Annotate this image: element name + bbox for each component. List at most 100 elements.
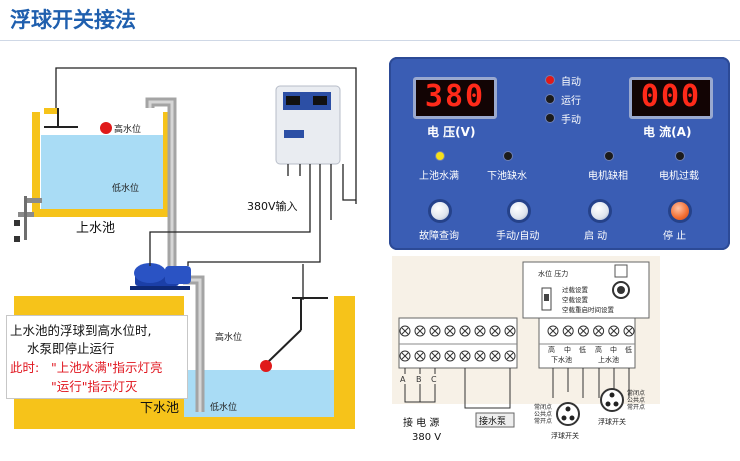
upper-float-ball: [100, 122, 112, 134]
lower-empty-label: 下池缺水: [487, 171, 527, 182]
phase-c: C: [431, 375, 437, 384]
upper-tank-label: 上水池: [76, 221, 115, 236]
start-label: 启 动: [584, 231, 608, 242]
upper-pool-group: 上水池: [598, 355, 619, 364]
screw-slash: [625, 327, 633, 335]
upper-tank: [32, 112, 171, 217]
screw-slash: [549, 327, 557, 335]
note-line-2: 水泵即停止运行: [27, 341, 115, 356]
stop-label: 停 止: [663, 231, 687, 242]
note-box: 上水池的浮球到高水位时, 水泵即停止运行 此时: "上池水满"指示灯亮 "运行"…: [6, 315, 188, 399]
controller-box: [275, 85, 341, 165]
screw-slash: [401, 327, 409, 335]
screw-slash: [476, 352, 484, 360]
current-display: 000: [629, 77, 713, 119]
water-pump: [130, 263, 191, 290]
manual-auto-label: 手动/自动: [496, 231, 540, 242]
screw-slash: [476, 327, 484, 335]
voltage-label: 380 V: [412, 432, 441, 443]
note-line-3: "上池水满"指示灯亮: [51, 360, 163, 375]
screw-slash: [416, 352, 424, 360]
left-contact-1: 常闭点: [534, 403, 552, 411]
screw-slash: [431, 352, 439, 360]
screw-slash: [506, 352, 514, 360]
fault-query-button[interactable]: [431, 202, 449, 220]
lower-pool-group: 下水池: [551, 355, 572, 364]
terminal-screws: [399, 325, 635, 362]
voltage-label: 电 压(V): [427, 125, 476, 139]
power-input-label: 380V输入: [247, 199, 298, 213]
stop-button[interactable]: [671, 202, 689, 220]
screw-slash: [446, 327, 454, 335]
note-line-1: 上水池的浮球到高水位时,: [10, 323, 152, 338]
led-manual: [546, 114, 554, 122]
led-lower-empty: [504, 152, 512, 160]
screw-slash: [580, 327, 587, 335]
option-noload: 空载设置: [562, 295, 589, 304]
phase-b: B: [416, 375, 422, 384]
pump-terminal-box: [475, 412, 515, 428]
page-title: 浮球开关接法: [10, 8, 136, 32]
screw-slash: [491, 327, 499, 335]
screw-slash: [401, 352, 409, 360]
start-button[interactable]: [591, 202, 609, 220]
phase-a: A: [400, 375, 406, 384]
float-switch-right: [600, 388, 624, 412]
led-overload: [676, 152, 684, 160]
upper-tank-water: [41, 135, 163, 209]
term-high-2: 高: [595, 345, 602, 354]
screw-slash: [506, 327, 514, 335]
screw-slash: [610, 327, 618, 335]
screw-slash: [564, 327, 572, 335]
manual-auto-button[interactable]: [510, 202, 528, 220]
voltage-display: 380: [413, 77, 497, 119]
lower-tank-water: [184, 370, 334, 417]
option-restart: 空载重启时间设置: [562, 305, 615, 314]
title-divider: [0, 40, 740, 41]
screw-slash: [431, 327, 439, 335]
control-panel: 380 000 电 压(V) 电 流(A) 自动 运行 手动 上池水满 下池缺水…: [389, 57, 730, 250]
screw-slash: [416, 327, 424, 335]
note-line-4: "运行"指示灯灭: [51, 379, 138, 394]
left-contact-2: 公共点: [534, 410, 552, 418]
term-high-1: 高: [548, 345, 555, 354]
term-low-2: 低: [625, 345, 632, 354]
low-level-upper: 低水位: [112, 182, 139, 194]
power-source-label: 接 电 源: [403, 416, 439, 429]
right-contact-1: 常闭点: [627, 389, 645, 397]
mode-manual-label: 手动: [561, 115, 581, 126]
term-mid-2: 中: [610, 345, 617, 354]
right-contact-2: 公共点: [627, 396, 645, 404]
high-level-lower: 高水位: [215, 331, 242, 343]
led-run: [546, 95, 554, 103]
note-prefix: 此时:: [10, 360, 40, 375]
screw-slash: [491, 352, 499, 360]
left-contact-3: 常开点: [534, 417, 552, 425]
term-low-1: 低: [579, 345, 586, 354]
screw-slash: [446, 352, 454, 360]
float-switch-left: [556, 402, 580, 426]
mode-auto-label: 自动: [561, 77, 581, 88]
low-level-lower: 低水位: [210, 401, 237, 413]
led-upper-full: [436, 152, 444, 160]
float-switch-label-left: 浮球开关: [551, 431, 579, 440]
mode-run-label: 运行: [561, 96, 581, 107]
pump-terminal-label: 接水泵: [479, 415, 506, 427]
led-auto: [546, 76, 554, 84]
lower-tank-label: 下水池: [140, 401, 179, 416]
term-mid-1: 中: [564, 345, 571, 354]
upper-full-label: 上池水满: [419, 171, 459, 182]
screw-slash: [595, 327, 602, 335]
dip-switch-label: 水位 压力: [538, 269, 568, 278]
current-label: 电 流(A): [643, 125, 692, 139]
screw-slash: [461, 352, 469, 360]
high-level-upper: 高水位: [114, 123, 141, 135]
led-phase-loss: [605, 152, 613, 160]
lower-float-ball: [260, 360, 272, 372]
option-overload: 过载设置: [562, 285, 589, 294]
overload-label: 电机过载: [659, 171, 699, 182]
screw-slash: [461, 327, 469, 335]
right-contact-3: 常开点: [627, 403, 645, 411]
phase-loss-label: 电机缺相: [588, 171, 628, 182]
fault-query-label: 故障查询: [419, 231, 459, 242]
